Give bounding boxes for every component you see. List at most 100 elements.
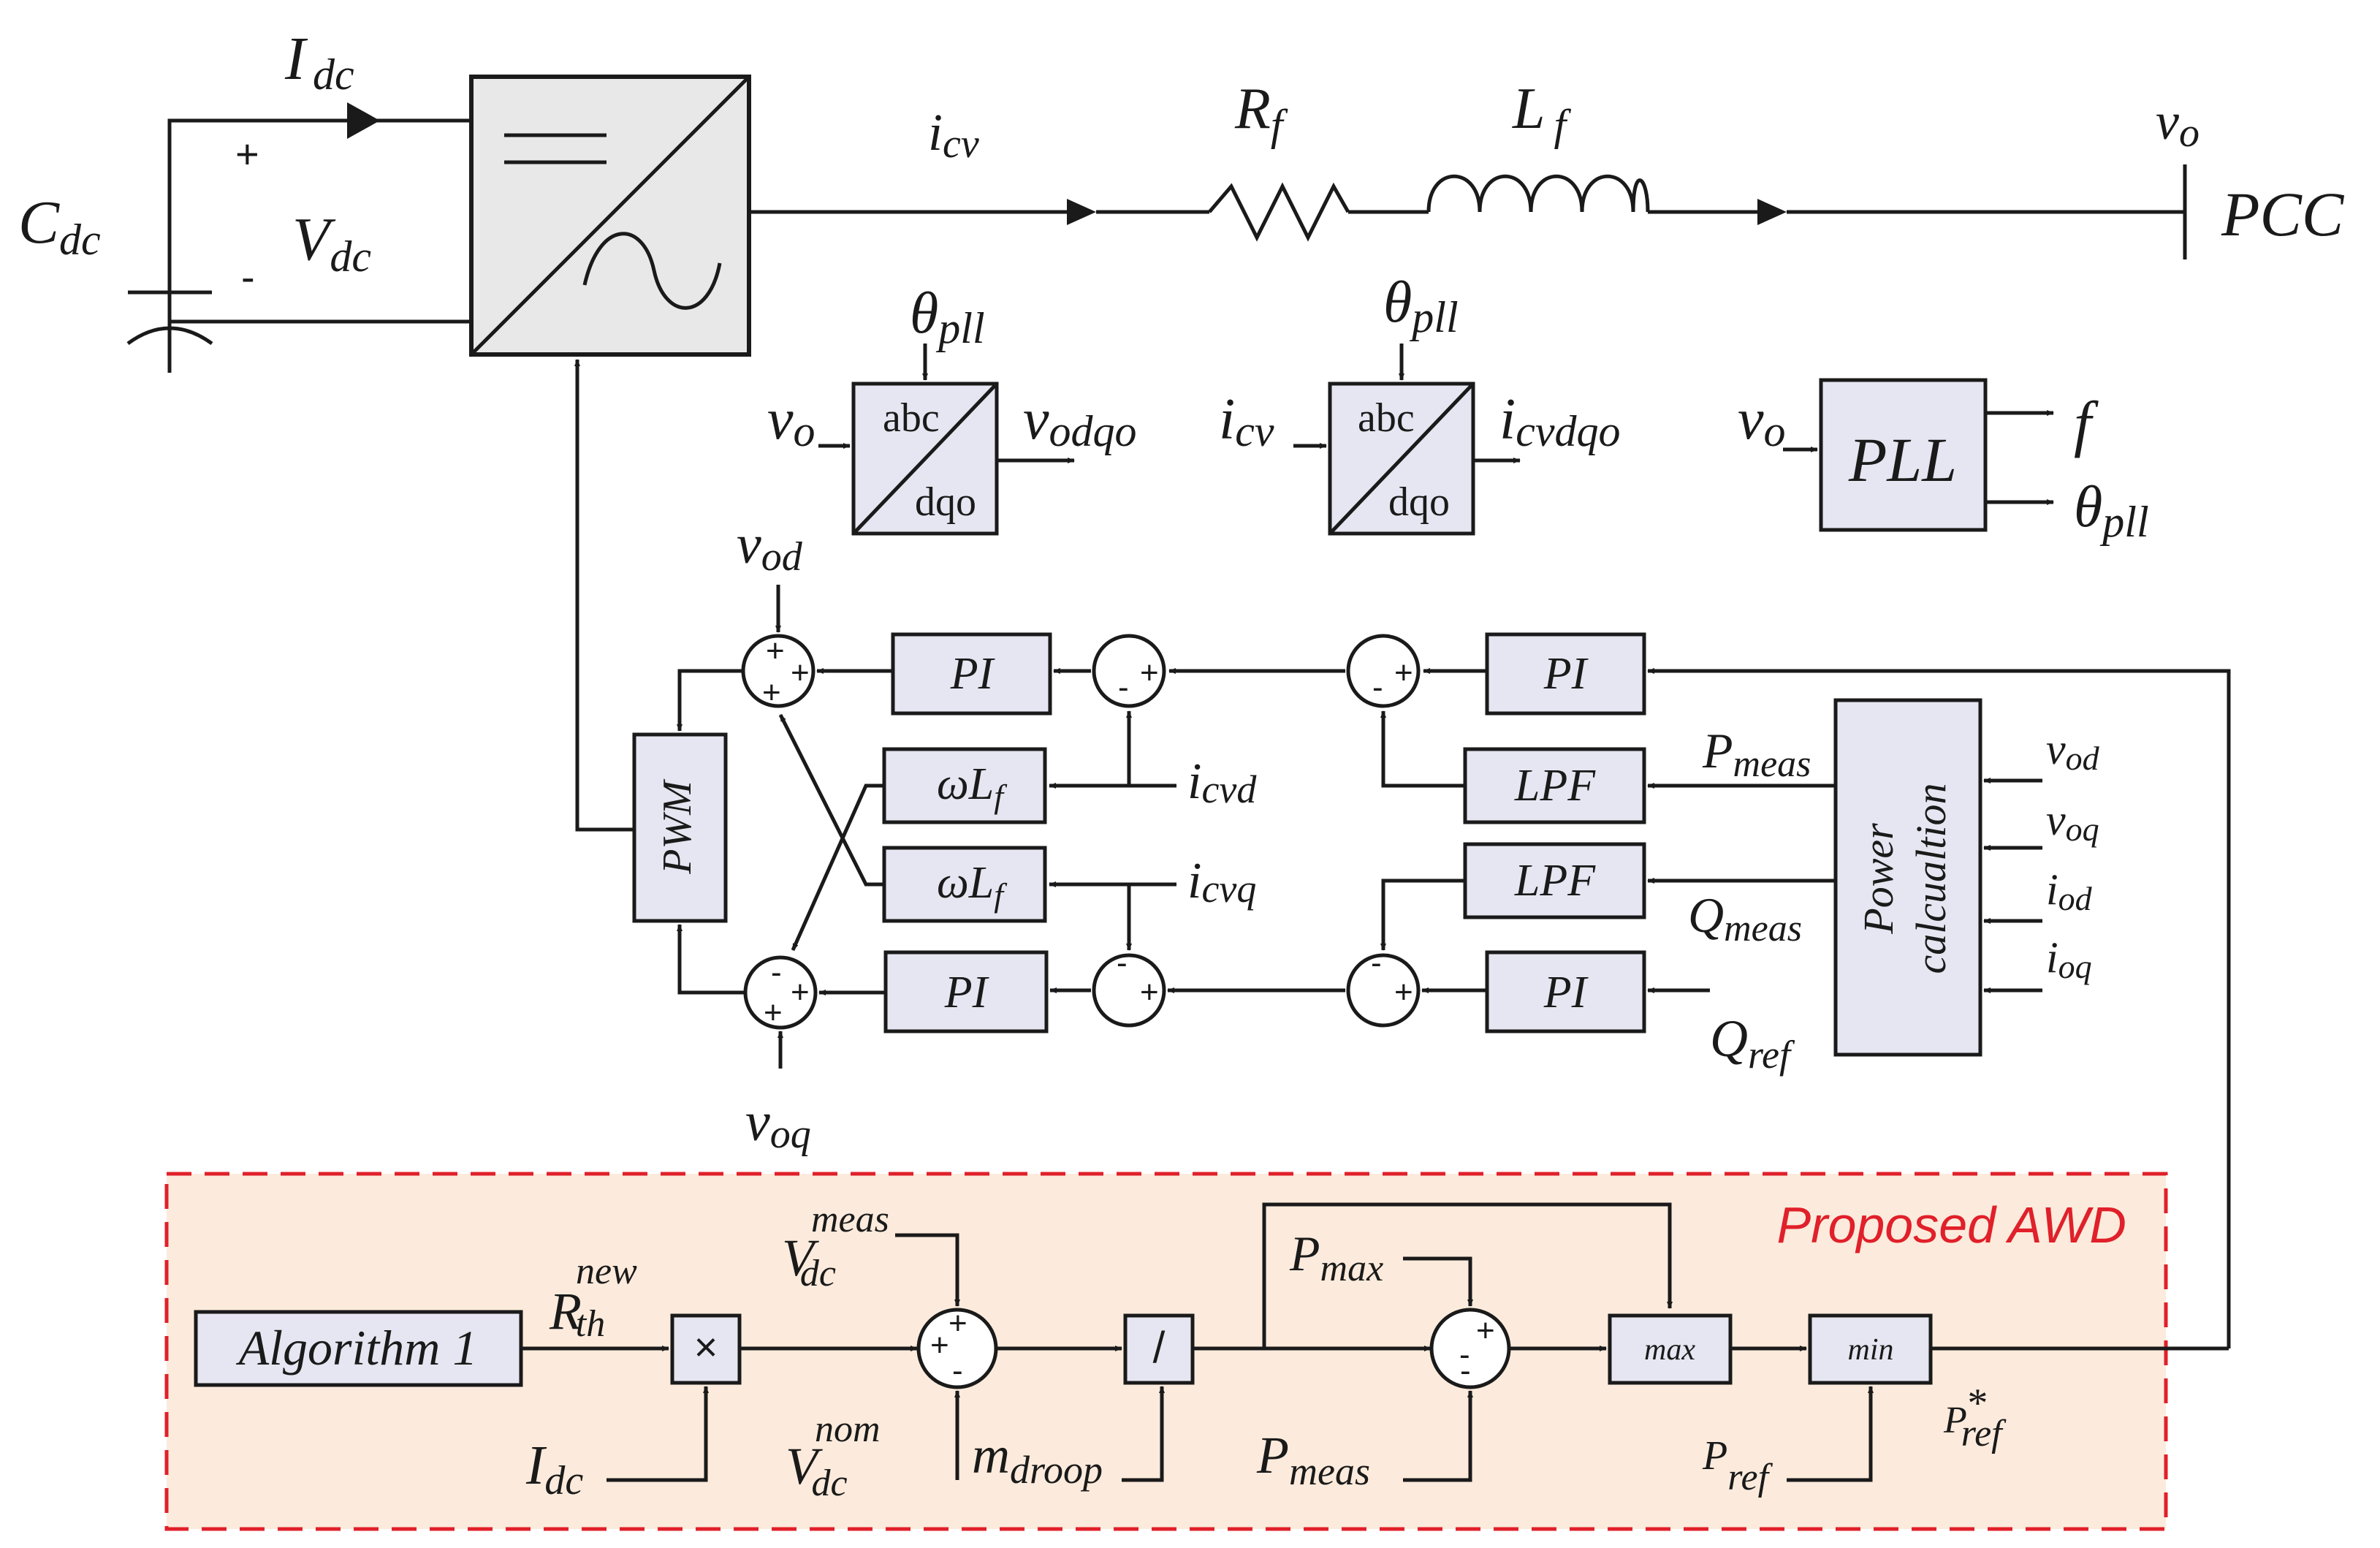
svg-text:LPF: LPF: [1514, 761, 1596, 811]
icvdqo-label: icvdqo: [1499, 387, 1621, 455]
svg-text:×: ×: [694, 1324, 718, 1370]
qmeas-label: Qmeas: [1688, 887, 1802, 949]
pcc-label: PCC: [2221, 179, 2345, 249]
vod-label-top: vod: [737, 514, 803, 580]
mdroop-label: mdroop: [972, 1426, 1103, 1492]
svg-text:Power: Power: [1855, 823, 1902, 935]
lpf-block-p: [1463, 747, 1646, 824]
svg-text:+: +: [1476, 1313, 1495, 1348]
svg-text:+: +: [1394, 655, 1413, 691]
svg-text:Algorithm 1: Algorithm 1: [236, 1320, 478, 1376]
svg-text:-: -: [1371, 945, 1382, 981]
vo-input-label-pll: vo: [1738, 387, 1786, 455]
svg-text:dqo: dqo: [915, 479, 976, 525]
sum-junction-bottom-3: [1346, 953, 1421, 1028]
svg-text:max: max: [1644, 1333, 1695, 1367]
svg-text:LPF: LPF: [1514, 856, 1596, 906]
svg-text:-: -: [771, 955, 782, 990]
qref-label: Qref: [1710, 1009, 1795, 1077]
theta-pll-label-1: θpll: [910, 281, 985, 352]
control-loops: PWM + + + PI - + - + PI ωLf ωLf: [574, 359, 2231, 1348]
cdc-label: Cdc: [18, 189, 101, 264]
svg-text:+: +: [764, 995, 783, 1031]
svg-text:-: -: [1117, 945, 1128, 981]
vod-power-input-label: vod: [2046, 725, 2100, 777]
ioq-power-input-label: ioq: [2046, 933, 2092, 985]
dc-symbol-icon: [504, 133, 607, 164]
icv-line-label: icv: [928, 103, 979, 167]
svg-text:PI: PI: [950, 649, 996, 699]
ac-sine-icon: [582, 232, 722, 310]
svg-text:+: +: [762, 675, 781, 710]
pi-block-bottom-2: [1485, 950, 1646, 1033]
iod-power-input-label: iod: [2046, 865, 2093, 917]
pll-block: PLL: [1783, 378, 2054, 532]
dc-minus-sign: -: [241, 254, 255, 300]
vo-pcc-label: vo: [2156, 92, 2200, 156]
pi-block-bottom-1: [883, 950, 1049, 1033]
svg-text:PI: PI: [1543, 968, 1589, 1017]
sum-junction-bottom-2: [1092, 953, 1166, 1028]
svg-text:PI: PI: [1543, 649, 1589, 699]
svg-text:PLL: PLL: [1848, 425, 1957, 495]
pmax-label: Pmax: [1289, 1226, 1383, 1289]
sum-junction-top-2: [1092, 634, 1166, 708]
vo-input-label-1: vo: [767, 387, 815, 455]
svg-text:PI: PI: [944, 968, 990, 1017]
svg-text:+: +: [766, 633, 785, 669]
svg-text:+: +: [791, 655, 810, 691]
awd-title: Proposed AWD: [1776, 1196, 2126, 1253]
rf-label: Rf: [1234, 77, 1288, 149]
svg-text:/: /: [1153, 1323, 1166, 1372]
svg-text:+: +: [930, 1327, 949, 1363]
icv-input-label: icv: [1219, 387, 1274, 455]
svg-text:calcualtion: calcualtion: [1907, 784, 1955, 974]
capacitor-plate-bottom: [126, 326, 213, 346]
svg-text:-: -: [1118, 669, 1129, 705]
svg-text:+: +: [791, 974, 810, 1010]
svg-text:abc: abc: [1358, 395, 1415, 441]
pi-block-top-2: [1485, 632, 1646, 716]
vdc-label: Vdc: [292, 205, 371, 281]
pmeas-label: Pmeas: [1702, 723, 1811, 785]
svg-text:+: +: [948, 1305, 967, 1341]
power-stage: [126, 75, 2187, 373]
svg-text:-: -: [952, 1353, 963, 1389]
svg-text:+: +: [1140, 974, 1159, 1010]
inductor-icon: [1426, 174, 1650, 213]
pref-star-label: P*ref: [1943, 1381, 2007, 1454]
wlf-block-bottom: [882, 846, 1047, 923]
resistor-icon: [1208, 182, 1350, 242]
icvq-label: icvq: [1187, 853, 1256, 911]
vodqo-label: vodqo: [1023, 387, 1137, 455]
icvd-label: icvd: [1187, 754, 1257, 811]
voq-power-input-label: voq: [2046, 796, 2099, 848]
pmeas-awd-label: Pmeas: [1256, 1426, 1370, 1493]
svg-text:dqo: dqo: [1388, 479, 1450, 525]
dc-plus-sign: +: [235, 131, 259, 177]
idc-awd-label: Idc: [525, 1435, 583, 1503]
awd-blocks: Algorithm 1 × + + - / - + - max min: [194, 1202, 2229, 1482]
max-block: [1608, 1313, 1733, 1385]
svg-text:min: min: [1848, 1333, 1894, 1367]
svg-text:+: +: [1140, 655, 1159, 691]
sum-junction-top-3: [1346, 634, 1421, 708]
f-output-label: f: [2074, 388, 2099, 458]
svg-text:-: -: [1459, 1337, 1470, 1373]
svg-text:-: -: [1460, 1353, 1471, 1389]
idc-arrow-icon: [347, 102, 380, 139]
svg-text:-: -: [1372, 669, 1383, 705]
svg-text:+: +: [1394, 974, 1413, 1010]
theta-pll-label-2: θpll: [1383, 270, 1459, 341]
svg-text:abc: abc: [883, 395, 940, 441]
multiply-block: [670, 1313, 742, 1385]
svg-text:PWM: PWM: [655, 778, 700, 875]
theta-pll-output-label: θpll: [2074, 475, 2149, 546]
pref-label: Pref: [1702, 1433, 1773, 1498]
pi-block-top-1: [891, 632, 1052, 716]
